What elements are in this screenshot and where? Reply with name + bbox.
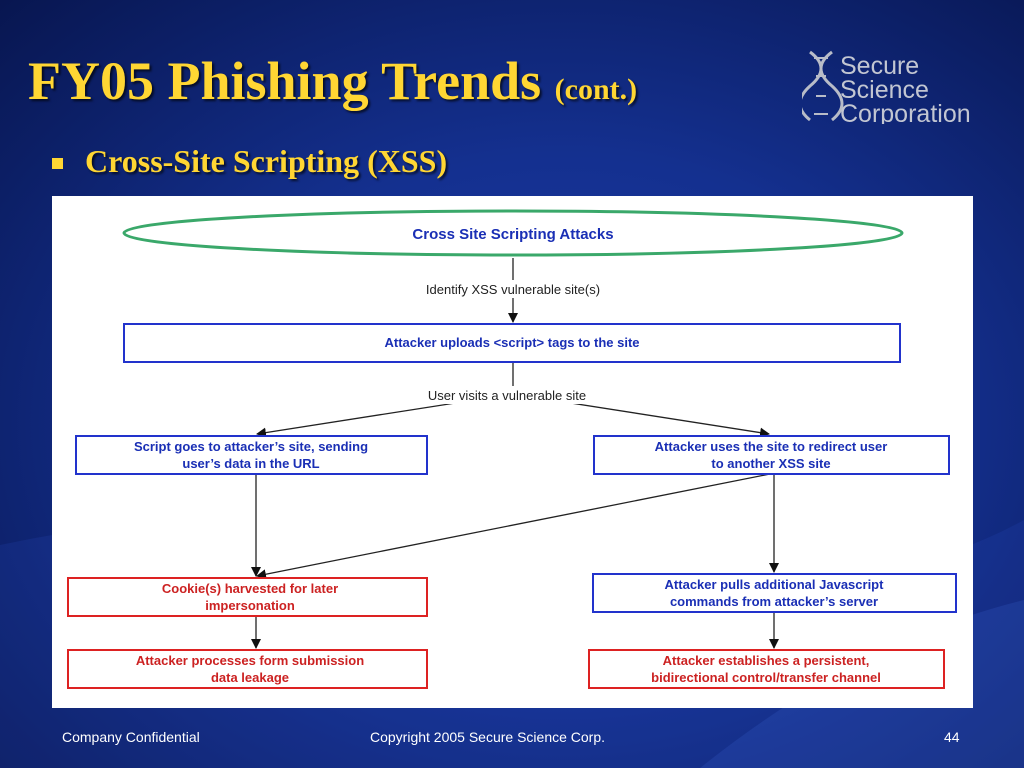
logo-line3: Corporation	[840, 100, 971, 124]
box-process-line1: Attacker processes form submission	[136, 653, 364, 668]
box-script-goes-line2: user’s data in the URL	[182, 456, 319, 471]
diagram-title: Cross Site Scripting Attacks	[412, 226, 613, 243]
logo-line2: Science	[840, 76, 929, 104]
box-channel	[588, 649, 945, 689]
edge-label-identify: Identify XSS vulnerable site(s)	[426, 282, 600, 297]
slide-title: FY05 Phishing Trends (cont.)	[28, 51, 638, 111]
page-number: 44	[944, 729, 960, 745]
footer-left: Company Confidential	[62, 729, 200, 745]
box-cookie	[67, 577, 428, 617]
box-upload-text: Attacker uploads <script> tags to the si…	[384, 335, 639, 350]
edge-label-visit: User visits a vulnerable site	[428, 388, 586, 403]
company-logo: Secure Science Corporation	[802, 50, 971, 124]
box-redirect-line1: Attacker uses the site to redirect user	[655, 439, 888, 454]
box-script-goes-line1: Script goes to attacker’s site, sending	[134, 439, 368, 454]
bullet-item: Cross-Site Scripting (XSS)	[52, 143, 447, 180]
box-script-goes	[75, 435, 428, 475]
box-redirect-line2: to another XSS site	[711, 456, 830, 471]
xss-flow-diagram: Identify XSS vulnerable site(s) User vis…	[52, 196, 973, 708]
box-process	[67, 649, 428, 689]
arrow-right-to-cookie	[256, 473, 771, 580]
bullet-square-icon	[52, 158, 63, 169]
box-channel-line2: bidirectional control/transfer channel	[651, 670, 881, 685]
box-upload	[123, 323, 901, 363]
box-cookie-line1: Cookie(s) harvested for later	[162, 581, 338, 596]
box-cookie-line2: impersonation	[205, 598, 295, 613]
box-pulls-line1: Attacker pulls additional Javascript	[665, 577, 885, 592]
box-redirect	[593, 435, 950, 475]
box-pulls	[592, 573, 957, 613]
box-process-line2: data leakage	[211, 670, 289, 685]
footer-copyright: Copyright 2005 Secure Science Corp.	[370, 729, 606, 745]
box-pulls-line2: commands from attacker’s server	[670, 594, 878, 609]
bullet-text: Cross-Site Scripting (XSS)	[85, 143, 448, 179]
box-channel-line1: Attacker establishes a persistent,	[663, 653, 870, 668]
diagram-title-ellipse	[122, 209, 904, 257]
dna-helix-icon	[802, 50, 844, 122]
logo-line1: Secure	[840, 52, 919, 80]
